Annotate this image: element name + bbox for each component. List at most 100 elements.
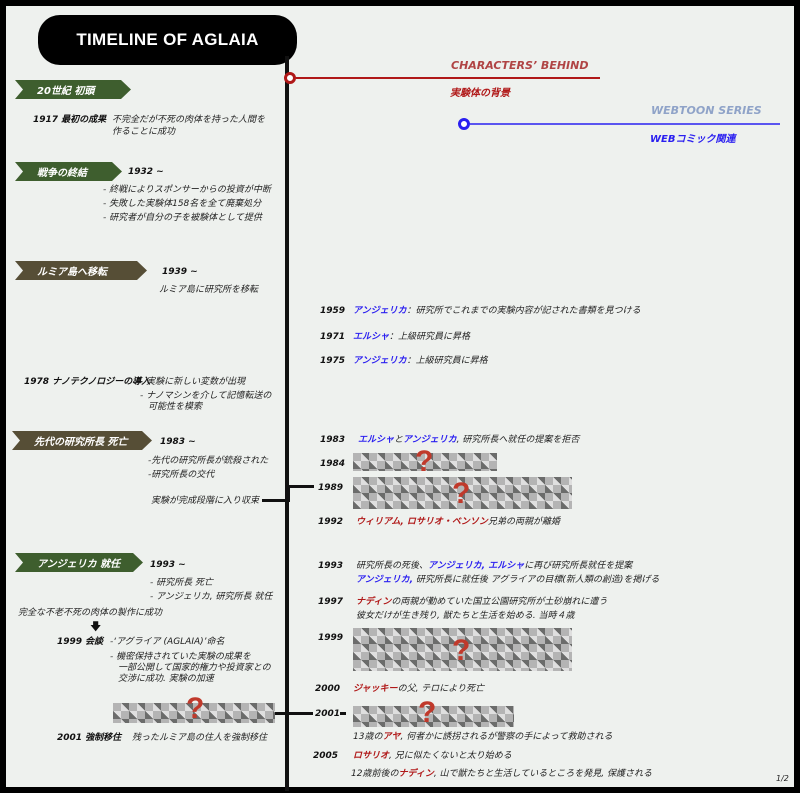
event-text: ：上級研究員に昇格 [389,332,471,342]
event-text: -‘アグライア (AGLAIA)’命名 [110,637,225,647]
event-1992: ウィリアム, ロサリオ・ベンソン兄弟の両親が離婚 [356,516,560,528]
event-text: 残ったルミア島の住人を強制移住 [132,733,268,743]
timeline-page: TIMELINE OF AGLAIA CHARACTERS’ BEHIND 実験… [6,6,794,791]
legend-webtoon-title: WEBTOON SERIES [651,104,762,117]
page-title: TIMELINE OF AGLAIA [38,15,297,65]
year-1993: 1993 ~ [150,560,186,570]
event-text: 彼女だけが生き残り, 獣たちと生活を始める. 当時４歳 [356,611,575,621]
year-2005: 2005 [313,751,339,761]
character-name: ナディン [398,769,434,779]
event-1917-heading: 1917 最初の成果 [33,115,107,125]
character-name: アンジェリカ, エルシャ [428,561,525,571]
character-name: ジャッキー [353,684,398,694]
question-mark-icon: ? [452,477,471,510]
year-1999: 1999 [318,633,344,643]
question-mark-icon: ? [186,692,205,725]
legend-characters-subtitle: 実験体の背景 [450,88,510,99]
year-1975: 1975 [320,356,346,366]
event-text: 不完全だが不死の肉体を持った人間を [112,115,266,125]
event-2000: ジャッキーの父, テロにより死亡 [353,683,484,695]
event-2001-heading: 2001 強制移住 [57,733,122,743]
legend-characters-line [296,77,600,79]
event-text: の両親が勤めていた国立公園研究所が土砂崩れに遭う [391,597,608,607]
hidden-event-mosaic [353,453,497,471]
event-text: の父, テロにより死亡 [397,684,485,694]
connector-line [287,485,290,502]
character-name: アンジェリカ [353,306,407,316]
connector-line [340,712,346,715]
legend-webtoon-subtitle: WEBコミック関連 [650,134,736,145]
event-text: - 実験に新しい変数が出現 [140,377,246,387]
event-text: 作ることに成功 [112,127,176,137]
event-1975: アンジェリカ：上級研究員に昇格 [353,355,488,367]
legend-webtoon-marker [458,118,470,130]
event-text: ：上級研究員に昇格 [406,356,488,366]
event-text: - アンジェリカ, 研究所長 就任 [150,592,273,602]
event-text: - 終戦によりスポンサーからの投資が中断 [103,185,271,195]
hidden-event-mosaic [353,706,514,727]
year-1983: 1983 ~ [160,437,196,447]
connector-line [262,499,289,502]
event-text: 研究所長の死後、 [356,561,429,571]
year-1993-right: 1993 [318,561,344,571]
character-name: アンジェリカ [403,435,457,445]
event-1983-right: エルシャとアンジェリカ, 研究所長へ就任の提案を拒否 [358,434,579,446]
event-1997-line1: ナディンの両親が勤めていた国立公園研究所が土砂崩れに遭う [356,596,607,608]
question-mark-icon: ? [415,445,434,478]
event-text: -研究所長の交代 [148,470,215,480]
event-text: - 研究所長 死亡 [150,578,213,588]
era-banner-director-death: 先代の研究所長 死亡 [12,431,152,450]
event-text: 完全な不老不死の肉体の製作に成功 [18,608,163,618]
event-text: , 何者かに誘拐されるが警察の手によって救助される [400,732,613,742]
year-1932: 1932 ~ [128,167,164,177]
event-text: 13歳の [353,732,383,742]
event-text: 研究所長に就任後 アグライアの目標(新人類の創造)を掲げる [413,575,660,585]
year-1971: 1971 [320,332,346,342]
era-banner-lumia-relocation: ルミア島へ移転 [15,261,147,280]
event-text: 一部公開して国家的権力や投資家との [118,663,271,673]
legend-characters-title: CHARACTERS’ BEHIND [451,59,589,72]
event-2005-line1: ロサリオ, 兄に似たくないと太り始める [353,750,512,762]
event-text: ：研究所でこれまでの実験内容が記された書類を見つける [406,306,641,316]
legend-characters-marker [284,72,296,84]
character-name: ウィリアム, ロサリオ・ベンソン [356,517,488,527]
event-text: 兄弟の両親が離婚 [487,517,560,527]
event-1959: アンジェリカ：研究所でこれまでの実験内容が記された書類を見つける [353,305,641,317]
year-1984: 1984 [320,459,346,469]
event-1993-line1: 研究所長の死後、アンジェリカ, エルシャに再び研究所長就任を提案 [356,560,632,572]
event-1978-heading: 1978 ナノテクノロジーの導入 [24,377,151,387]
event-text: に再び研究所長就任を提案 [524,561,633,571]
character-name: アンジェリカ, [356,575,414,585]
event-text: - ナノマシンを介して記憶転送の [140,391,272,401]
arrow-down-icon: 🡇 [90,620,102,633]
character-name: エルシャ [353,332,390,342]
year-2000: 2000 [315,684,341,694]
question-mark-icon: ? [418,696,437,729]
year-2001: 2001 [315,709,341,719]
era-banner-angelica-appointed: アンジェリカ 就任 [15,553,143,572]
event-text: , 兄に似たくないと太り始める [389,751,512,761]
character-name: ロサリオ [353,751,390,761]
hidden-event-mosaic [113,703,275,723]
character-name: エルシャ [358,435,395,445]
year-1997: 1997 [318,597,344,607]
connector-line [289,712,313,715]
era-banner-20th-century: 20世紀 初頭 [15,80,131,99]
timeline-axis [285,56,289,791]
year-1959: 1959 [320,306,346,316]
event-text: - 研究者が自分の子を被験体として提供 [103,213,262,223]
event-1999-heading: 1999 会談 [57,637,104,647]
event-text: と [394,435,404,445]
year-1939: 1939 ~ [162,267,198,277]
character-name: アンジェリカ [353,356,407,366]
connector-line [287,485,314,488]
question-mark-icon: ? [452,634,471,667]
event-text: 交渉に成功. 実験の加速 [118,674,214,684]
event-text: 12歳前後の [351,769,399,779]
event-2005-line2: 12歳前後のナディン, 山で獣たちと生活しているところを発見, 保護される [351,768,652,780]
event-text: - 機密保持されていた実験の成果を [110,652,251,662]
hidden-event-mosaic [353,628,572,671]
year-1983-right: 1983 [320,435,346,445]
event-text: , 山で獣たちと生活しているところを発見, 保護される [433,769,653,779]
event-text: ルミア島に研究所を移転 [159,285,259,295]
